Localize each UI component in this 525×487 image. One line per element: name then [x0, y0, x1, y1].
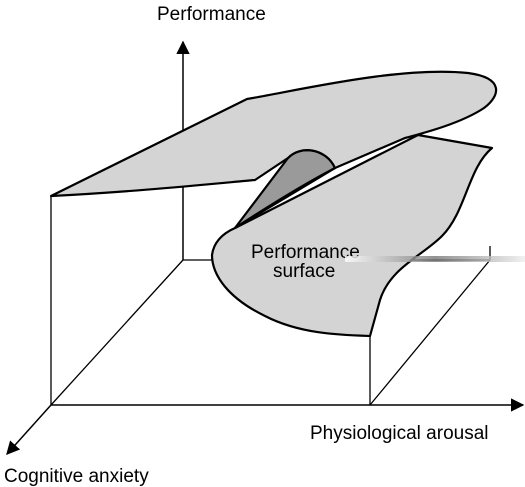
surface-label-line1: Performance: [251, 242, 360, 263]
arousal-axis-label: Physiological arousal: [310, 423, 489, 444]
performance-axis-label: Performance: [157, 4, 266, 25]
anxiety-axis: [6, 404, 52, 456]
box-base-left-edge: [50, 259, 184, 406]
surface-fold-edge: [234, 167, 336, 229]
anxiety-axis-label: Cognitive anxiety: [4, 466, 149, 487]
performance-surface: [49, 70, 498, 338]
surface-label-line2: surface: [273, 261, 335, 282]
surface-upper-sheet: [49, 70, 498, 198]
box-base-right-edge: [369, 259, 491, 406]
scan-artifact-streak: [345, 256, 525, 262]
surface-lower-sheet: [210, 133, 494, 338]
